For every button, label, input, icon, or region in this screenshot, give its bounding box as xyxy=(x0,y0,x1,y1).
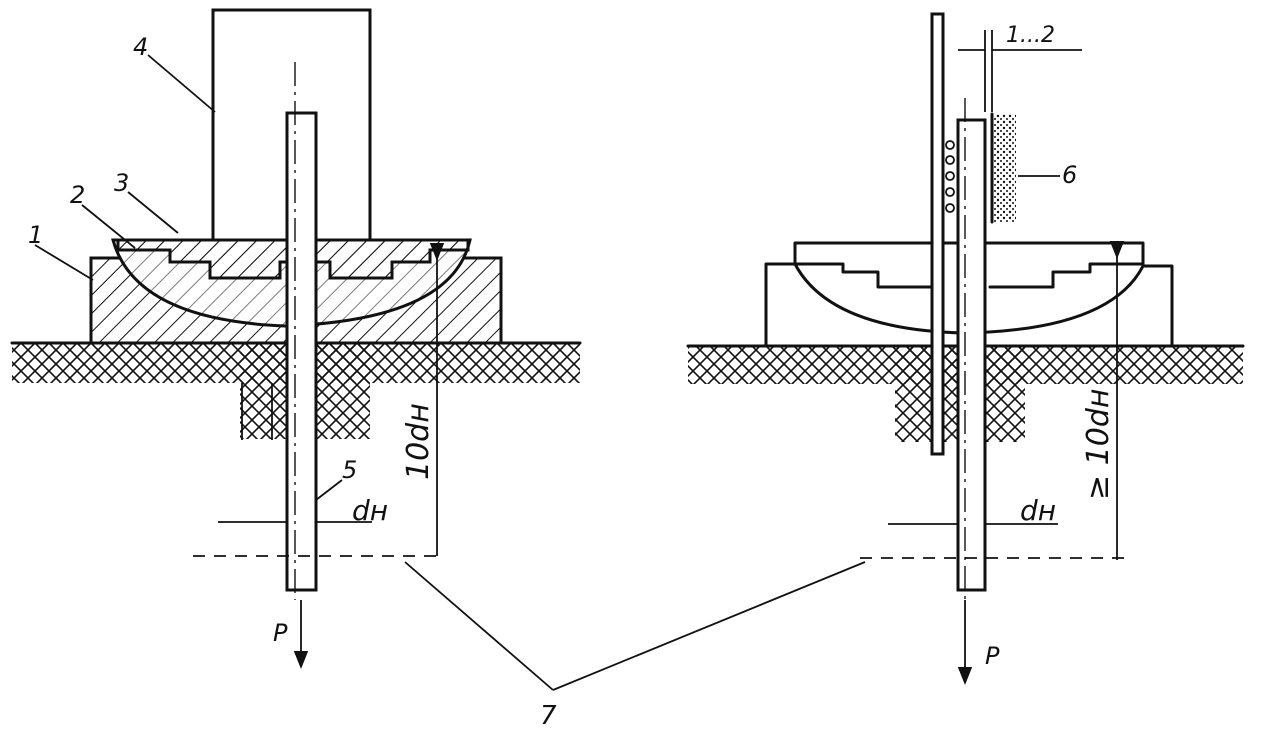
label-part-5: 5 xyxy=(342,456,357,484)
label-part-7: 7 xyxy=(540,701,557,731)
guide-rod xyxy=(930,12,945,456)
label-diameter-left: dн xyxy=(352,494,388,527)
label-part-6: 6 xyxy=(1062,161,1077,189)
left-assembly xyxy=(10,8,582,669)
rod-right xyxy=(956,118,987,592)
label-force-left: P xyxy=(273,619,288,647)
label-depth-left: 10dн xyxy=(401,403,436,480)
label-part-3: 3 xyxy=(114,169,129,197)
element-6 xyxy=(990,114,1016,222)
right-assembly xyxy=(686,12,1245,685)
label-force-right: P xyxy=(985,642,1000,670)
label-part-1: 1 xyxy=(28,221,43,249)
label-gap: 1...2 xyxy=(1006,23,1055,48)
rod-5 xyxy=(285,111,318,592)
label-depth-right: ≥ 10dн xyxy=(1081,388,1116,500)
label-part-2: 2 xyxy=(70,181,85,209)
label-part-4: 4 xyxy=(133,33,148,61)
label-diameter-right: dн xyxy=(1020,494,1056,527)
leader-lines xyxy=(34,54,1060,691)
